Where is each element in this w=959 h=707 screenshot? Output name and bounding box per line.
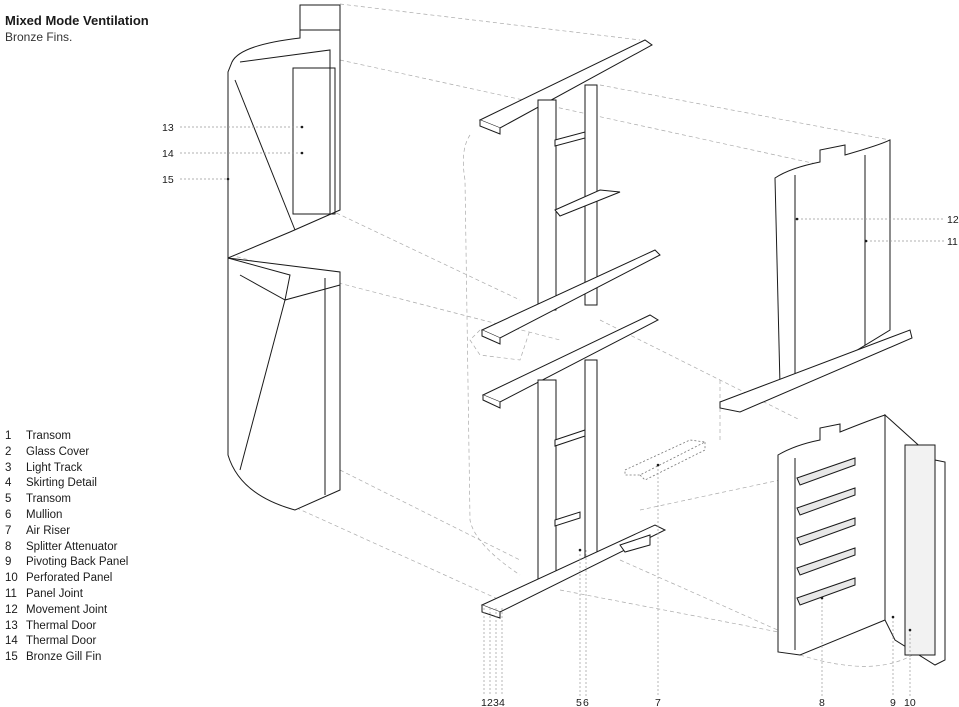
callout-5: 5: [576, 697, 582, 707]
callout-12: 12: [947, 214, 959, 226]
legend-number: 13: [5, 619, 18, 632]
perforated-panel: [904, 444, 936, 656]
legend-item: 10 Perforated Panel: [5, 571, 128, 587]
legend-number: 14: [5, 635, 18, 648]
legend-number: 11: [5, 587, 17, 600]
legend-label: Pivoting Back Panel: [26, 556, 129, 569]
callout-9: 9: [890, 697, 896, 707]
legend-number: 3: [5, 461, 12, 474]
transom-top: [478, 39, 653, 129]
callout-10: 10: [904, 697, 916, 707]
callout-15: 15: [162, 174, 174, 186]
callout-8: 8: [819, 697, 825, 707]
callout-1: 1: [481, 697, 487, 707]
legend-number: 6: [5, 508, 12, 521]
legend-label: Glass Cover: [26, 445, 90, 458]
leader-lines: [180, 126, 945, 696]
legend-item: 8 Splitter Attenuator: [5, 540, 128, 556]
legend-item: 4 Skirting Detail: [5, 476, 128, 492]
legend-number: 15: [5, 651, 18, 664]
legend-label: Air Riser: [26, 524, 71, 537]
panel-joint-assembly: [719, 139, 913, 413]
legend-label: Mullion: [26, 508, 63, 521]
legend-item: 1 Transom: [5, 429, 128, 445]
legend-number: 7: [5, 524, 12, 537]
callout-13: 13: [162, 122, 174, 134]
legend-label: Skirting Detail: [26, 477, 97, 490]
legend-label: Thermal Door: [26, 635, 97, 648]
legend-item: 15 Bronze Gill Fin: [5, 650, 128, 666]
legend-item: 7 Air Riser: [5, 524, 128, 540]
legend-item: 12 Movement Joint: [5, 603, 128, 619]
legend-label: Bronze Gill Fin: [26, 651, 102, 664]
callout-7: 7: [655, 697, 661, 707]
legend-label: Panel Joint: [26, 587, 83, 600]
legend-number: 1: [5, 430, 12, 442]
legend-item: 6 Mullion: [5, 508, 128, 524]
callout-2: 2: [487, 697, 493, 707]
legend-label: Light Track: [26, 461, 83, 474]
legend-number: 5: [5, 493, 12, 506]
legend-number: 4: [5, 477, 12, 490]
legend-label: Perforated Panel: [26, 572, 113, 585]
legend-number: 9: [5, 556, 12, 569]
legend-item: 5 Transom: [5, 492, 128, 508]
legend-label: Thermal Door: [26, 619, 97, 632]
callout-4: 4: [499, 697, 505, 707]
air-riser: [624, 439, 707, 481]
legend-item: 11 Panel Joint: [5, 587, 128, 603]
legend-item: 9 Pivoting Back Panel: [5, 555, 128, 571]
callout-14: 14: [162, 148, 174, 160]
legend-item: 13 Thermal Door: [5, 619, 128, 635]
legend-number: 8: [5, 540, 12, 553]
legend-number: 2: [5, 445, 12, 458]
central-mullion-assembly: [478, 39, 667, 619]
transom-middle: [481, 314, 660, 403]
callout-6: 6: [583, 697, 589, 707]
legend-item: 2 Glass Cover: [5, 445, 128, 461]
legend-label: Splitter Attenuator: [26, 540, 118, 553]
splitter-attenuator-assembly: [777, 413, 946, 666]
callout-11: 11: [947, 236, 958, 248]
legend-number: 10: [5, 572, 18, 585]
legend-item: 3 Light Track: [5, 461, 128, 477]
legend-label: Transom: [26, 493, 71, 506]
callout-3: 3: [493, 697, 499, 707]
legend-label: Movement Joint: [26, 603, 108, 616]
skirting-bottom: [480, 524, 667, 613]
diagram-title: Mixed Mode Ventilation: [5, 13, 149, 28]
bronze-gill-fin: [227, 4, 341, 511]
legend-number: 12: [5, 603, 18, 616]
legend-label: Transom: [26, 430, 71, 442]
diagram-subtitle: Bronze Fins.: [5, 30, 73, 44]
splitter-blades: [796, 457, 856, 606]
callout-dots: [226, 125, 912, 632]
legend-item: 14 Thermal Door: [5, 634, 128, 650]
